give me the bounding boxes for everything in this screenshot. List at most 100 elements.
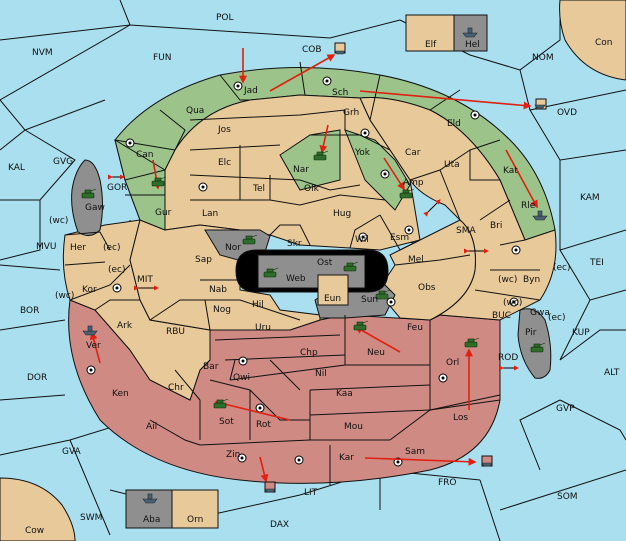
sea-label-mit: MIT xyxy=(137,275,153,285)
army-unit-icon xyxy=(343,261,359,272)
province-label-car: Car xyxy=(405,148,421,158)
continent xyxy=(62,67,557,484)
province-label-can: Can xyxy=(136,150,154,160)
province-label-bri: Bri xyxy=(490,221,502,231)
coast-tag-byn-wc: (wc) xyxy=(498,275,517,285)
province-label-amp: Amp xyxy=(403,178,424,188)
coast-tag-kor-ec: (ec) xyxy=(108,265,126,275)
sea-label-mvu: MVU xyxy=(36,242,57,252)
army-unit-icon xyxy=(353,320,369,331)
province-label-hug: Hug xyxy=(333,209,351,219)
province-label-sam: Sam xyxy=(405,447,425,457)
province-label-wil: Wil xyxy=(355,235,369,245)
province-label-los: Los xyxy=(453,413,468,423)
province-label-qwi: Qwi xyxy=(233,373,250,383)
army-unit-icon xyxy=(399,188,415,199)
sea-label-gor: GOR xyxy=(107,183,127,193)
fleet-unit-icon xyxy=(532,210,548,221)
province-label-chp: Chp xyxy=(300,348,318,358)
province-label-hil: Hil xyxy=(252,300,264,310)
sea-label-kup: KUP xyxy=(572,328,590,338)
fleet-unit-icon xyxy=(481,462,493,467)
supply-centers xyxy=(86,76,521,467)
province-label-ark: Ark xyxy=(117,321,133,331)
supply-center xyxy=(511,245,521,255)
sea-label-sma: SMA xyxy=(456,226,476,236)
sea-label-fro: FRO xyxy=(438,478,457,488)
sea-label-cow: Cow xyxy=(25,526,44,536)
sea-label-fun: FUN xyxy=(153,53,172,63)
sea-label-gva: GVA xyxy=(62,447,82,457)
box-label-hel: Hel xyxy=(465,40,480,50)
coast-tag-gwa-wc: (wc) xyxy=(503,298,522,308)
sea-label-nvm: NVM xyxy=(32,48,53,58)
army-unit-icon xyxy=(313,150,329,161)
supply-center xyxy=(360,128,370,138)
sea-label-bor: BOR xyxy=(20,306,39,316)
province-label-tel: Tel xyxy=(252,184,265,194)
coast-tag-her-ec: (ec) xyxy=(103,243,121,253)
province-label-pir: Pir xyxy=(525,328,537,338)
province-label-jos: Jos xyxy=(217,125,231,135)
cow-island xyxy=(0,477,76,541)
fleet-unit-icon xyxy=(142,493,158,504)
province-label-rot: Rot xyxy=(256,420,271,430)
sea-label-ovd: OVD xyxy=(557,108,577,118)
army-unit-icon xyxy=(242,234,258,245)
supply-center xyxy=(380,169,390,179)
army-unit-icon xyxy=(263,267,279,278)
province-label-mou: Mou xyxy=(344,422,363,432)
province-label-kar: Kar xyxy=(339,453,354,463)
province-label-elc: Elc xyxy=(218,158,231,168)
box-label-elf: Elf xyxy=(425,40,437,50)
province-label-sun: Sun xyxy=(361,295,378,305)
fleet-unit-icon xyxy=(534,104,546,109)
coast-tag-kor-wc: (wc) xyxy=(55,291,74,301)
army-unit-icon xyxy=(464,337,480,348)
fleets xyxy=(82,27,548,504)
province-label-gur: Gur xyxy=(155,208,172,218)
province-label-eun: Eun xyxy=(324,294,341,304)
coast-tag-gwa-ec: (ec) xyxy=(548,313,566,323)
province-label-mel: Mel xyxy=(408,255,424,265)
province-label-sch: Sch xyxy=(332,88,348,98)
army-unit-icon xyxy=(530,342,546,353)
supply-center xyxy=(86,365,96,375)
province-label-nab: Nab xyxy=(209,285,227,295)
province-label-ost: Ost xyxy=(317,258,333,268)
sea-label-lit: LIT xyxy=(304,488,318,498)
sea-labels: POL FUN NVM COB NOM Con OVD KAL GVG GOR … xyxy=(8,13,620,536)
sea-label-rod: ROD xyxy=(498,353,518,363)
province-label-nil: Nil xyxy=(315,369,327,379)
province-label-eld: Eld xyxy=(447,119,461,129)
sea-center-markers xyxy=(264,42,547,493)
fleet-unit-icon xyxy=(462,27,478,38)
province-label-feu: Feu xyxy=(407,323,423,333)
province-label-her: Her xyxy=(70,243,86,253)
sea-label-dor: DOR xyxy=(27,373,47,383)
supply-center xyxy=(198,182,208,192)
supply-center xyxy=(509,297,519,307)
box-labels: Elf Hel Aba Orn xyxy=(143,40,480,525)
supply-center xyxy=(470,110,480,120)
supply-center xyxy=(358,232,368,242)
province-label-web: Web xyxy=(286,274,306,284)
supply-center xyxy=(237,453,247,463)
sea-label-gvg: GVG xyxy=(53,157,73,167)
supply-center xyxy=(255,403,265,413)
supply-center xyxy=(294,455,304,465)
province-borders xyxy=(64,61,541,485)
province-label-kaa: Kaa xyxy=(336,389,353,399)
province-label-uta: Uta xyxy=(444,160,460,170)
province-label-neu: Neu xyxy=(367,348,385,358)
sea-label-buc: BUC xyxy=(492,311,511,321)
sea-label-tei: TEI xyxy=(589,258,604,268)
province-label-gwa: Gwa xyxy=(530,308,550,318)
box-label-aba: Aba xyxy=(143,515,160,525)
sea-label-con: Con xyxy=(595,38,613,48)
coast-tags: (wc) (ec) (ec) (wc) (wc) (ec) (wc) (ec) xyxy=(49,216,571,323)
supply-center xyxy=(233,81,243,91)
province-label-jad: Jad xyxy=(243,86,258,96)
province-label-nar: Nar xyxy=(293,165,309,175)
